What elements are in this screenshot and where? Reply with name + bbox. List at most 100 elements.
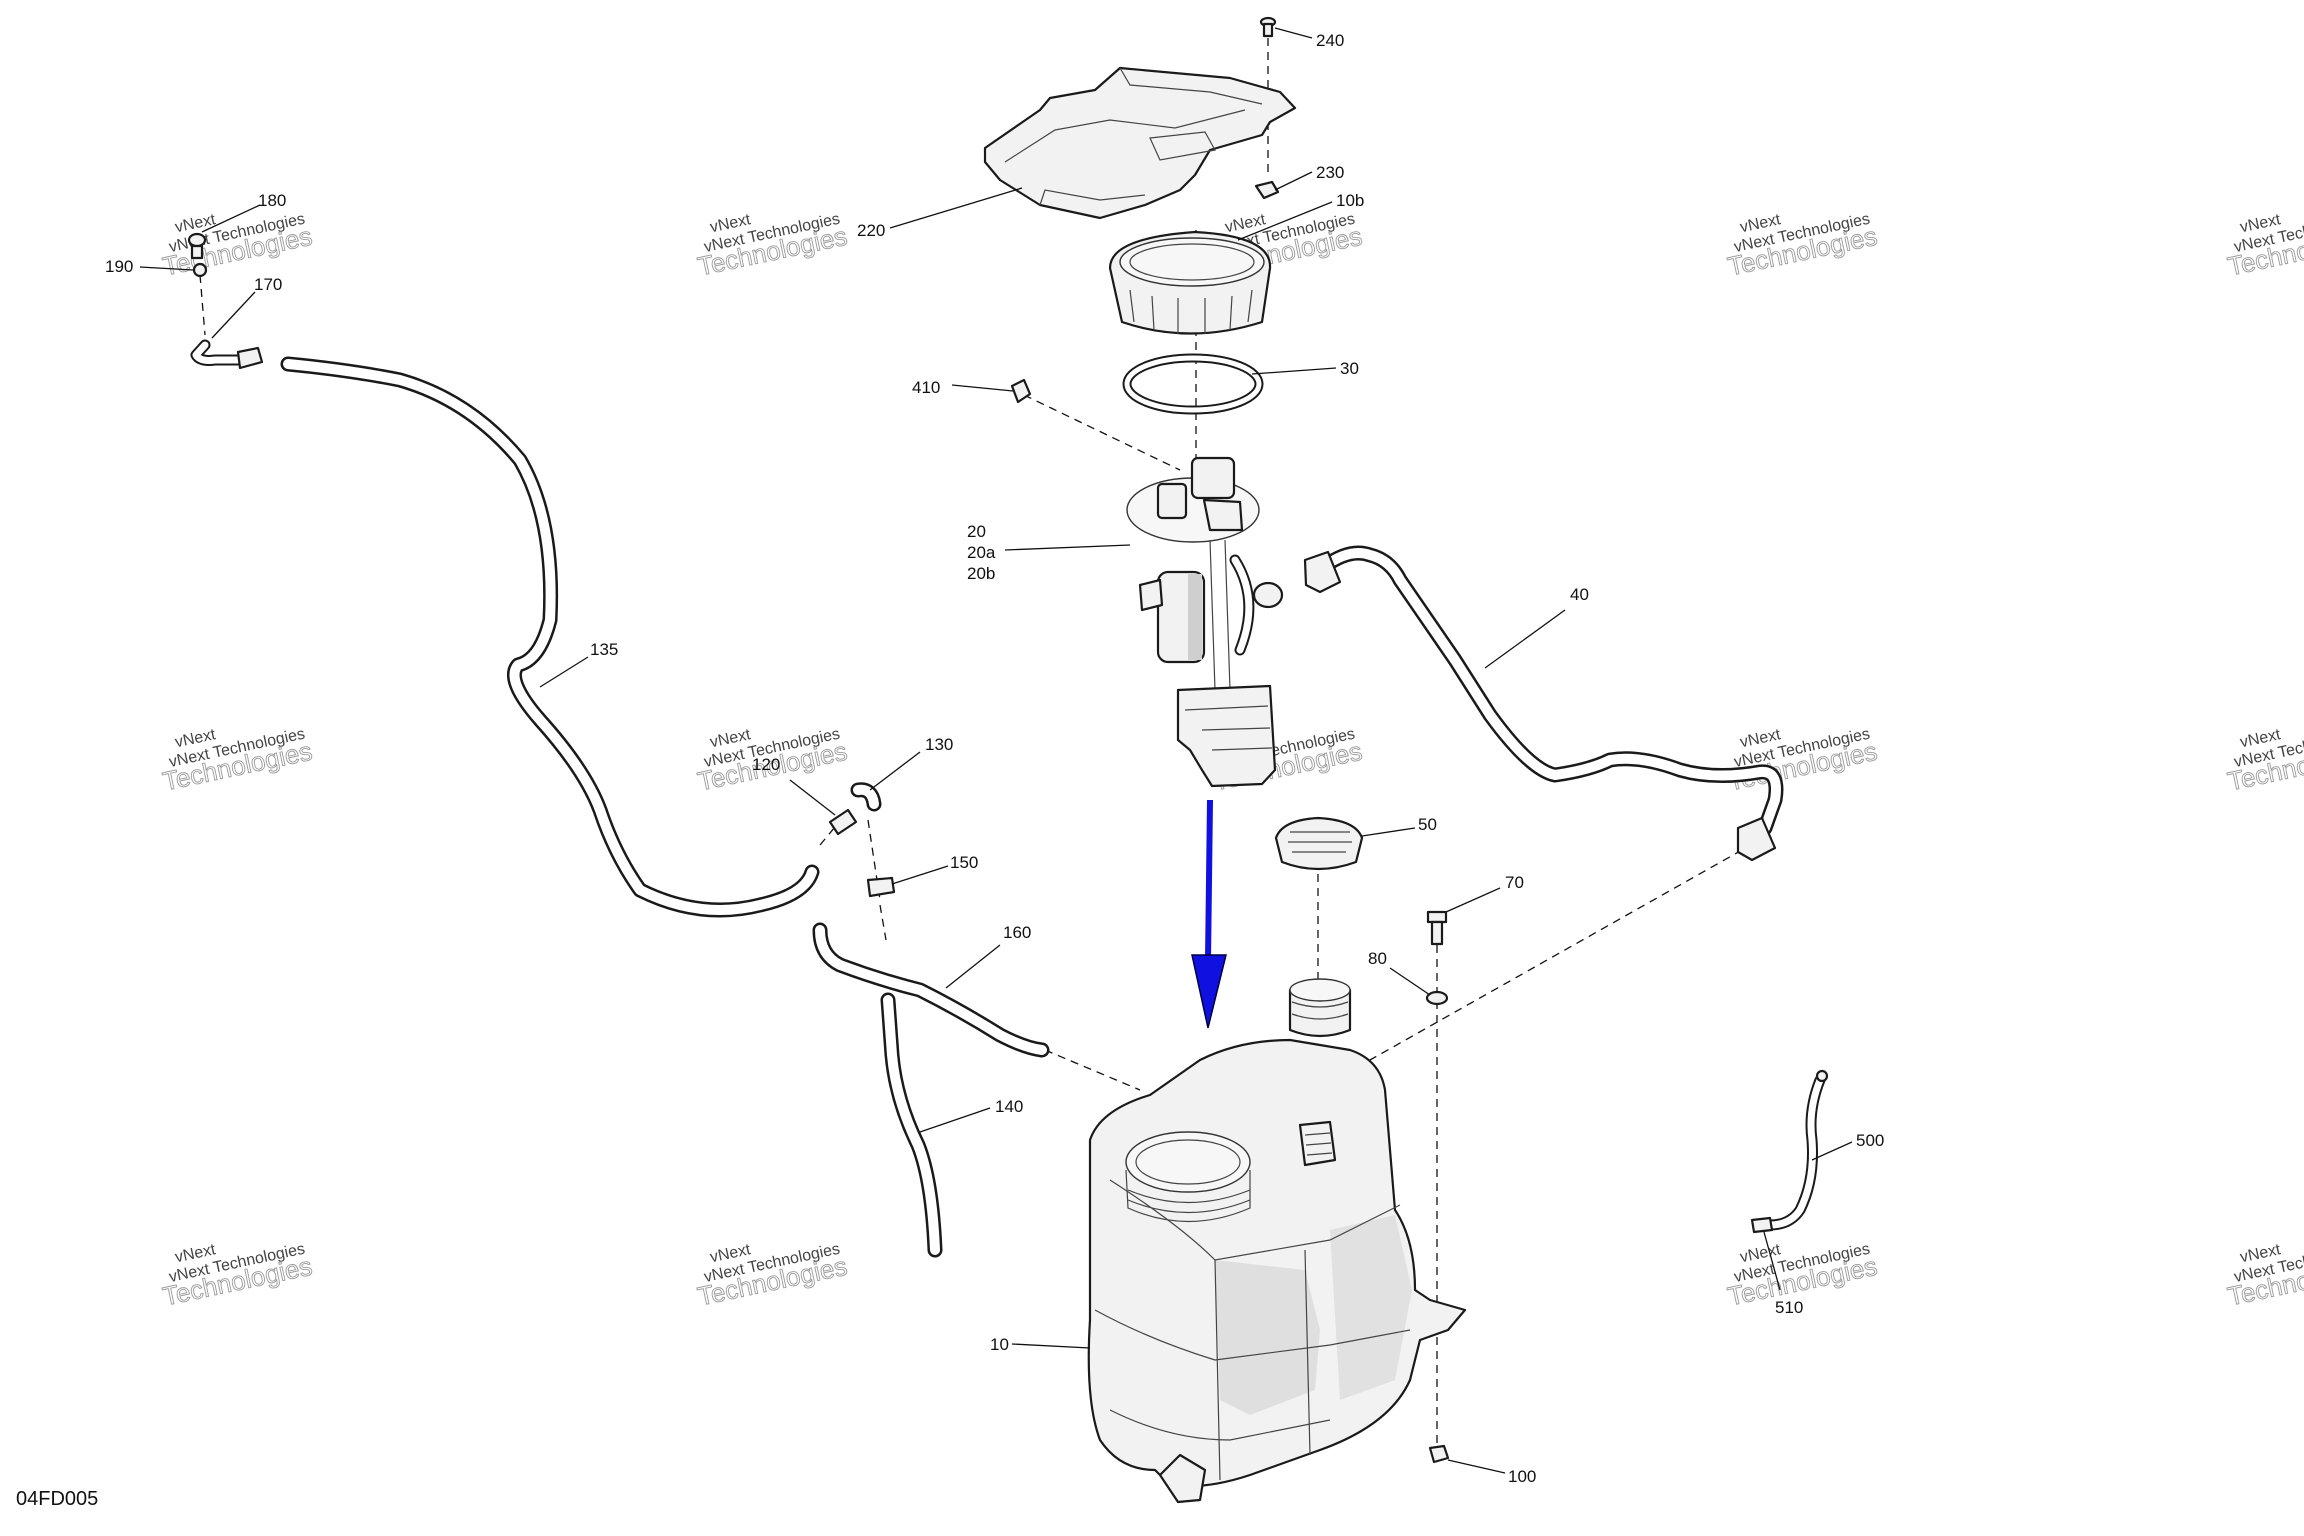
watermark-r1c1: vNext vNext Technologies Technologies [160,211,316,282]
callout-labels: 240 230 220 10b 30 410 20 20a 20b 40 180… [105,31,1884,1486]
insertion-arrow [1191,799,1227,1029]
fuel-line-hose [1317,545,1784,836]
vent-cap [187,232,207,248]
assembly-line-410 [1023,394,1181,471]
leader-120 [789,779,836,816]
cap-texture [1288,831,1352,853]
part-100-nut [1428,1444,1450,1464]
callout-510: 510 [1775,1298,1803,1317]
callout-30: 30 [1340,359,1359,378]
bolt-shank [1430,920,1444,946]
callout-70: 70 [1505,873,1524,892]
watermark-r2c5: vNext vNext Technologies Technologies [2225,726,2304,797]
tank-crease-mid [1094,1309,1411,1361]
cover-plate-top-edge [1119,67,1263,105]
fuel-line-connector-bottom [1736,816,1777,862]
callout-80: 80 [1368,949,1387,968]
tank-body [1087,1038,1467,1488]
part-20-fuel-pump [1126,456,1284,788]
part-180-vent-cap [187,232,207,260]
watermark-r3c5: vNext vNext Technologies Technologies [2225,1241,2304,1312]
callout-220: 220 [857,221,885,240]
leader-10 [1011,1343,1091,1349]
part-40-fuel-line [1303,545,1784,862]
sensor-wire-inner [1766,1076,1824,1229]
pump-outlet-fitting [1190,456,1236,500]
leader-220 [889,187,1023,229]
watermark-r2c1: vNext vNext Technologies Technologies [160,726,316,797]
tank-pump-neck [1125,1169,1251,1223]
hose-140-inner [883,995,940,1255]
washer [1425,990,1449,1006]
clip-nut-body [1254,180,1280,200]
part-500-sensor-wire [1764,1069,1829,1231]
tank-crease-top [1109,1179,1401,1261]
tank-pump-neck-threads [1127,1189,1251,1214]
callout-500: 500 [1856,1131,1884,1150]
valve-150 [866,876,896,898]
vent-check-valve [236,346,264,370]
tank-verticals [1214,1249,1311,1481]
lock-ring-ribs [1129,289,1253,334]
leader-160 [945,944,1001,989]
callout-230: 230 [1316,163,1344,182]
vent-cap-stem [190,244,204,260]
part-10b-lock-ring [1108,230,1272,335]
tank-shade-front [1215,1260,1320,1415]
pump-side-bracket [1138,578,1164,612]
leader-50 [1361,827,1416,837]
pump-rods [1209,539,1231,691]
leader-70 [1445,887,1501,913]
leader-lines [139,27,1853,1474]
leader-80 [1389,967,1431,996]
pump-motor-shade [1188,574,1202,660]
part-410-clip [1010,378,1032,404]
callout-20b: 20b [967,564,995,583]
callout-10b: 10b [1336,191,1364,210]
vent-elbow-inner [192,341,242,364]
leader-140 [919,1107,991,1133]
part-120-fitting [828,808,858,836]
leader-230 [1274,171,1313,191]
vent-clamp [192,262,208,278]
callout-135: 135 [590,640,618,659]
leader-170 [211,291,256,339]
part-30-seal-ring [1122,353,1264,415]
part-80-washer [1425,990,1449,1006]
leader-500 [1811,1141,1853,1161]
assembly-line-40 [1369,849,1743,1061]
pump-float [1252,581,1284,609]
part-510-terminal [1750,1216,1774,1234]
bolt-head [1426,910,1448,924]
pump-connector [1156,482,1188,520]
tank-filler-threads [1291,1001,1349,1020]
tank-crease-low [1109,1409,1331,1441]
tank-mount-bracket [1158,1453,1207,1504]
pump-level-wire-inner [1231,556,1253,654]
watermark-r1c5: vNext vNext Technologies Technologies [2225,211,2304,282]
hose-160-inner [815,925,1047,1055]
callout-410: 410 [912,378,940,397]
part-150-valve [866,876,896,898]
tank-filler-neck [1288,988,1352,1038]
tank-filler-opening [1289,978,1351,1002]
vent-hose-inner [283,359,817,915]
leader-410 [951,384,1014,392]
leader-180 [201,204,261,233]
part-70-bolt [1426,910,1448,946]
cover-plate-window [1149,131,1216,161]
part-160-hose [812,922,1050,1058]
callout-150: 150 [950,853,978,872]
tank-pump-opening [1125,1131,1251,1193]
tank-shade-side [1330,1215,1412,1400]
callout-20: 20 [967,522,986,541]
leader-10b [1237,201,1333,241]
leader-30 [1251,367,1337,375]
part-130-elbow [850,782,882,812]
seal-ring-inner [1124,355,1262,413]
terminal-510 [1750,1216,1774,1234]
assembly-line-180 [199,274,206,336]
callout-40: 40 [1570,585,1589,604]
part-135-vent-hose [280,356,820,918]
